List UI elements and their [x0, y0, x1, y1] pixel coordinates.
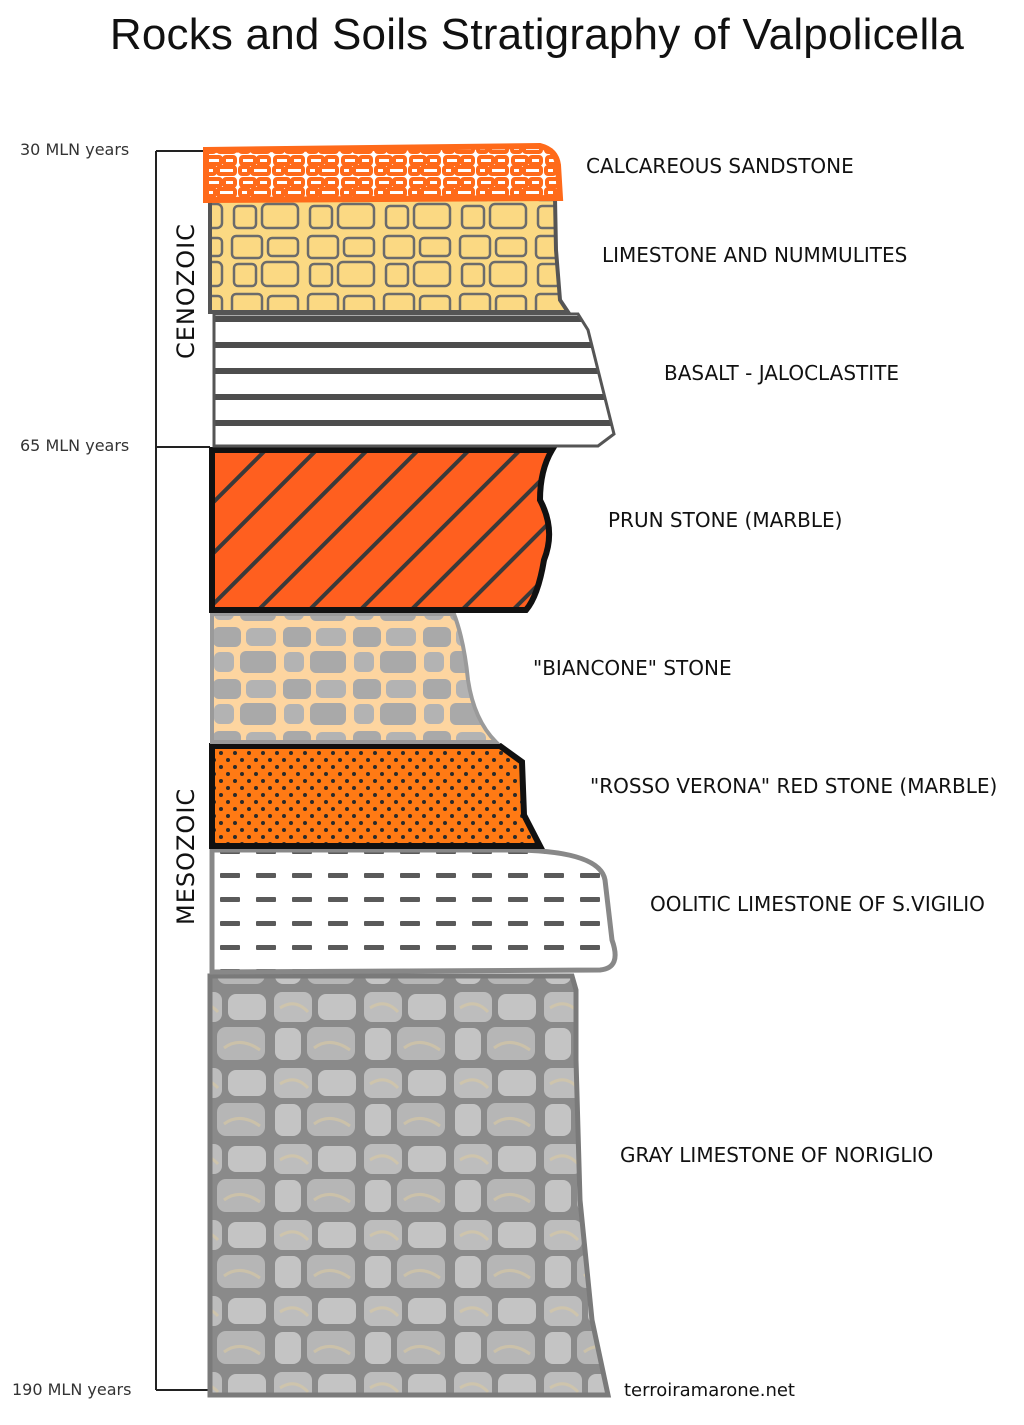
layer-biancone [210, 612, 501, 744]
layer-oolitic-limestone [209, 847, 618, 975]
layer-label-oolitic-limestone: OOLITIC LIMESTONE OF S.VIGILIO [650, 892, 985, 916]
era-label-cenozoic: CENOZOIC [172, 223, 200, 359]
page-title: Rocks and Soils Stratigraphy of Valpolic… [109, 10, 965, 59]
era-label-mesozoic: MESOZOIC [172, 787, 200, 925]
layer-gray-limestone [207, 973, 612, 1398]
credit-text: terroiramarone.net [624, 1380, 795, 1401]
layer-label-gray-limestone: GRAY LIMESTONE OF NORIGLIO [620, 1143, 934, 1167]
layer-calcareous-sandstone [203, 142, 564, 204]
layer-label-rosso-verona: "ROSSO VERONA" RED STONE (MARBLE) [590, 774, 998, 798]
layer-rosso-verona [209, 743, 545, 849]
layer-label-basalt: BASALT - JALOCLASTITE [664, 361, 899, 385]
layer-label-calcareous-sandstone: CALCAREOUS SANDSTONE [586, 154, 854, 178]
age-label-bottom: 190 MLN years [12, 1380, 132, 1399]
layer-prun-stone [209, 447, 558, 613]
layer-label-limestone-nummulites: LIMESTONE AND NUMMULITES [602, 243, 908, 267]
layer-basalt [212, 312, 616, 448]
layer-label-biancone: "BIANCONE" STONE [533, 656, 732, 680]
age-label-middle: 65 MLN years [20, 436, 130, 455]
layer-limestone-nummulites [208, 196, 572, 314]
age-label-top: 30 MLN years [20, 140, 130, 159]
layer-label-prun-stone: PRUN STONE (MARBLE) [608, 508, 843, 532]
age-axis [155, 150, 210, 1391]
